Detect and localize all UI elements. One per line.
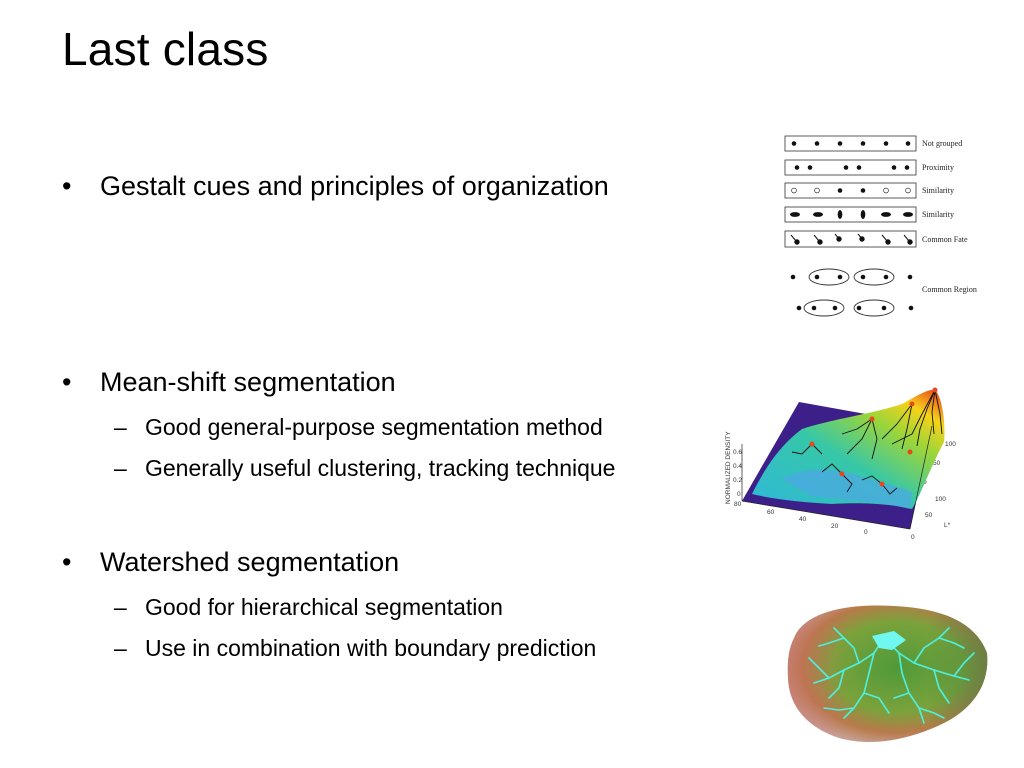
sub-bullet-text: Generally useful clustering, tracking te… bbox=[145, 455, 616, 481]
z-tick: 100 bbox=[935, 496, 946, 503]
gestalt-row-common-region: Common Region bbox=[790, 268, 977, 317]
x-tick: 0 bbox=[864, 529, 868, 536]
bullet-marker: • bbox=[62, 171, 72, 201]
gestalt-row-similarity-shape: Similarity bbox=[784, 206, 954, 223]
density-surface-shadow bbox=[782, 469, 912, 509]
gestalt-label: Not grouped bbox=[922, 139, 962, 148]
gestalt-label: Similarity bbox=[922, 210, 954, 219]
sub-bullet-marker: – bbox=[114, 594, 127, 620]
watershed-figure bbox=[787, 605, 988, 743]
gestalt-label: Similarity bbox=[922, 186, 954, 195]
z-tick: 0 bbox=[923, 479, 927, 486]
x-tick: 80 bbox=[734, 501, 742, 508]
watershed-river-network bbox=[808, 627, 975, 724]
bullet-marker: • bbox=[62, 547, 72, 577]
mean-shift-trajectories bbox=[791, 389, 943, 495]
gestalt-label: Proximity bbox=[922, 163, 954, 172]
sub-bullet-text: Use in combination with boundary predict… bbox=[145, 635, 597, 661]
axes-frame bbox=[741, 425, 933, 530]
sub-bullet-marker: – bbox=[114, 414, 127, 440]
bullet-marker: • bbox=[62, 367, 72, 397]
sub-bullet-marker: – bbox=[114, 635, 127, 661]
x-tick: 40 bbox=[799, 516, 807, 523]
slide-title: Last class bbox=[62, 23, 269, 75]
z-tick: 50 bbox=[925, 512, 933, 519]
gestalt-label: Common Region bbox=[922, 285, 977, 294]
gestalt-label: Common Fate bbox=[922, 235, 968, 244]
watershed-basin bbox=[872, 631, 906, 650]
sub-bullet-text: Good for hierarchical segmentation bbox=[145, 594, 503, 620]
gestalt-row-similarity-color: Similarity bbox=[784, 182, 954, 199]
density-modes bbox=[809, 387, 938, 487]
sub-bullet-text: Good general-purpose segmentation method bbox=[145, 414, 603, 440]
sub-bullet-marker: – bbox=[114, 455, 127, 481]
y-tick: 0 bbox=[737, 491, 741, 498]
bullet-text: Mean-shift segmentation bbox=[100, 367, 396, 397]
bullet-text: Watershed segmentation bbox=[100, 547, 400, 577]
y-axis-label: NORMALIZED DENSITY bbox=[725, 431, 732, 504]
gestalt-row-not-grouped: Not grouped bbox=[784, 135, 962, 152]
bullet-text: Gestalt cues and principles of organizat… bbox=[100, 171, 609, 201]
gestalt-row-proximity: Proximity bbox=[784, 159, 954, 176]
mean-shift-density-figure: NORMALIZED DENSITY 0.6 0.4 0.2 0 80 60 4… bbox=[725, 387, 956, 541]
y-tick: 0.6 bbox=[733, 449, 742, 456]
gestalt-figure: Not grouped Proximity Similarity Similar… bbox=[784, 135, 977, 317]
gestalt-row-common-fate: Common Fate bbox=[784, 230, 968, 248]
y-tick: 0.2 bbox=[733, 477, 742, 484]
y-tick: 0.4 bbox=[733, 463, 742, 470]
x-tick: 20 bbox=[831, 523, 839, 530]
z-tick: 50 bbox=[933, 460, 941, 467]
z-tick: 100 bbox=[945, 441, 956, 448]
z-tick: 0 bbox=[911, 534, 915, 541]
x-tick: 60 bbox=[767, 509, 775, 516]
z-axis-label: L* bbox=[944, 522, 951, 529]
